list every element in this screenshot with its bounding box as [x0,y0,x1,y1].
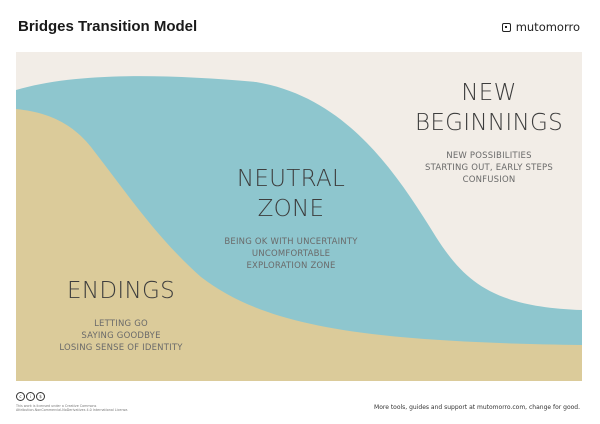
new-beginnings-heading-line2: BEGINNINGS [414,110,564,136]
transition-curves [16,52,582,381]
footer-tagline[interactable]: More tools, guides and support at mutomo… [374,404,580,411]
neutral-item: BEING OK WITH UNCERTAINTY [224,237,358,247]
attribution-icon: i [26,392,35,401]
new-beginnings-zone: NEW BEGINNINGS NEW POSSIBILITIES STARTIN… [409,78,569,186]
endings-zone: ENDINGS LETTING GO SAYING GOODBYE LOSING… [36,276,206,354]
endings-item: LOSING SENSE OF IDENTITY [59,343,183,353]
cc-icon: c [16,392,25,401]
creative-commons-icons[interactable]: c i $ [16,392,146,401]
license-text: This work is licensed under a Creative C… [16,404,146,413]
neutral-heading-line1: NEUTRAL [236,166,346,192]
new-beginnings-item: STARTING OUT, EARLY STEPS [425,163,553,173]
license-line: Attribution-NonCommercial-NoDerivatives … [16,408,129,413]
noncommercial-icon: $ [36,392,45,401]
new-beginnings-heading-line1: NEW [461,80,517,106]
new-beginnings-item: CONFUSION [462,175,516,185]
endings-heading: ENDINGS [67,278,175,304]
endings-band [16,109,582,381]
new-beginnings-heading: NEW BEGINNINGS [409,78,569,138]
mutomorro-logo-icon [501,22,511,32]
neutral-item: UNCOMFORTABLE [251,249,331,259]
new-beginnings-item: NEW POSSIBILITIES [446,151,532,161]
neutral-item: EXPLORATION ZONE [246,261,336,271]
license-block: c i $ This work is licensed under a Crea… [16,392,146,413]
new-beginnings-items: NEW POSSIBILITIES STARTING OUT, EARLY ST… [409,150,569,186]
neutral-zone: NEUTRAL ZONE BEING OK WITH UNCERTAINTY U… [211,164,371,272]
endings-item: SAYING GOODBYE [81,331,161,341]
transition-diagram: ENDINGS LETTING GO SAYING GOODBYE LOSING… [16,52,582,381]
page-title: Bridges Transition Model [18,18,198,35]
brand-name: mutomorro [515,20,580,34]
neutral-heading: NEUTRAL ZONE [211,164,371,224]
neutral-items: BEING OK WITH UNCERTAINTY UNCOMFORTABLE … [211,236,371,272]
license-line: This work is licensed under a Creative C… [16,404,97,408]
endings-items: LETTING GO SAYING GOODBYE LOSING SENSE O… [36,318,206,354]
neutral-heading-line2: ZONE [257,196,325,222]
endings-item: LETTING GO [94,319,148,329]
brand-logo[interactable]: mutomorro [501,20,580,34]
